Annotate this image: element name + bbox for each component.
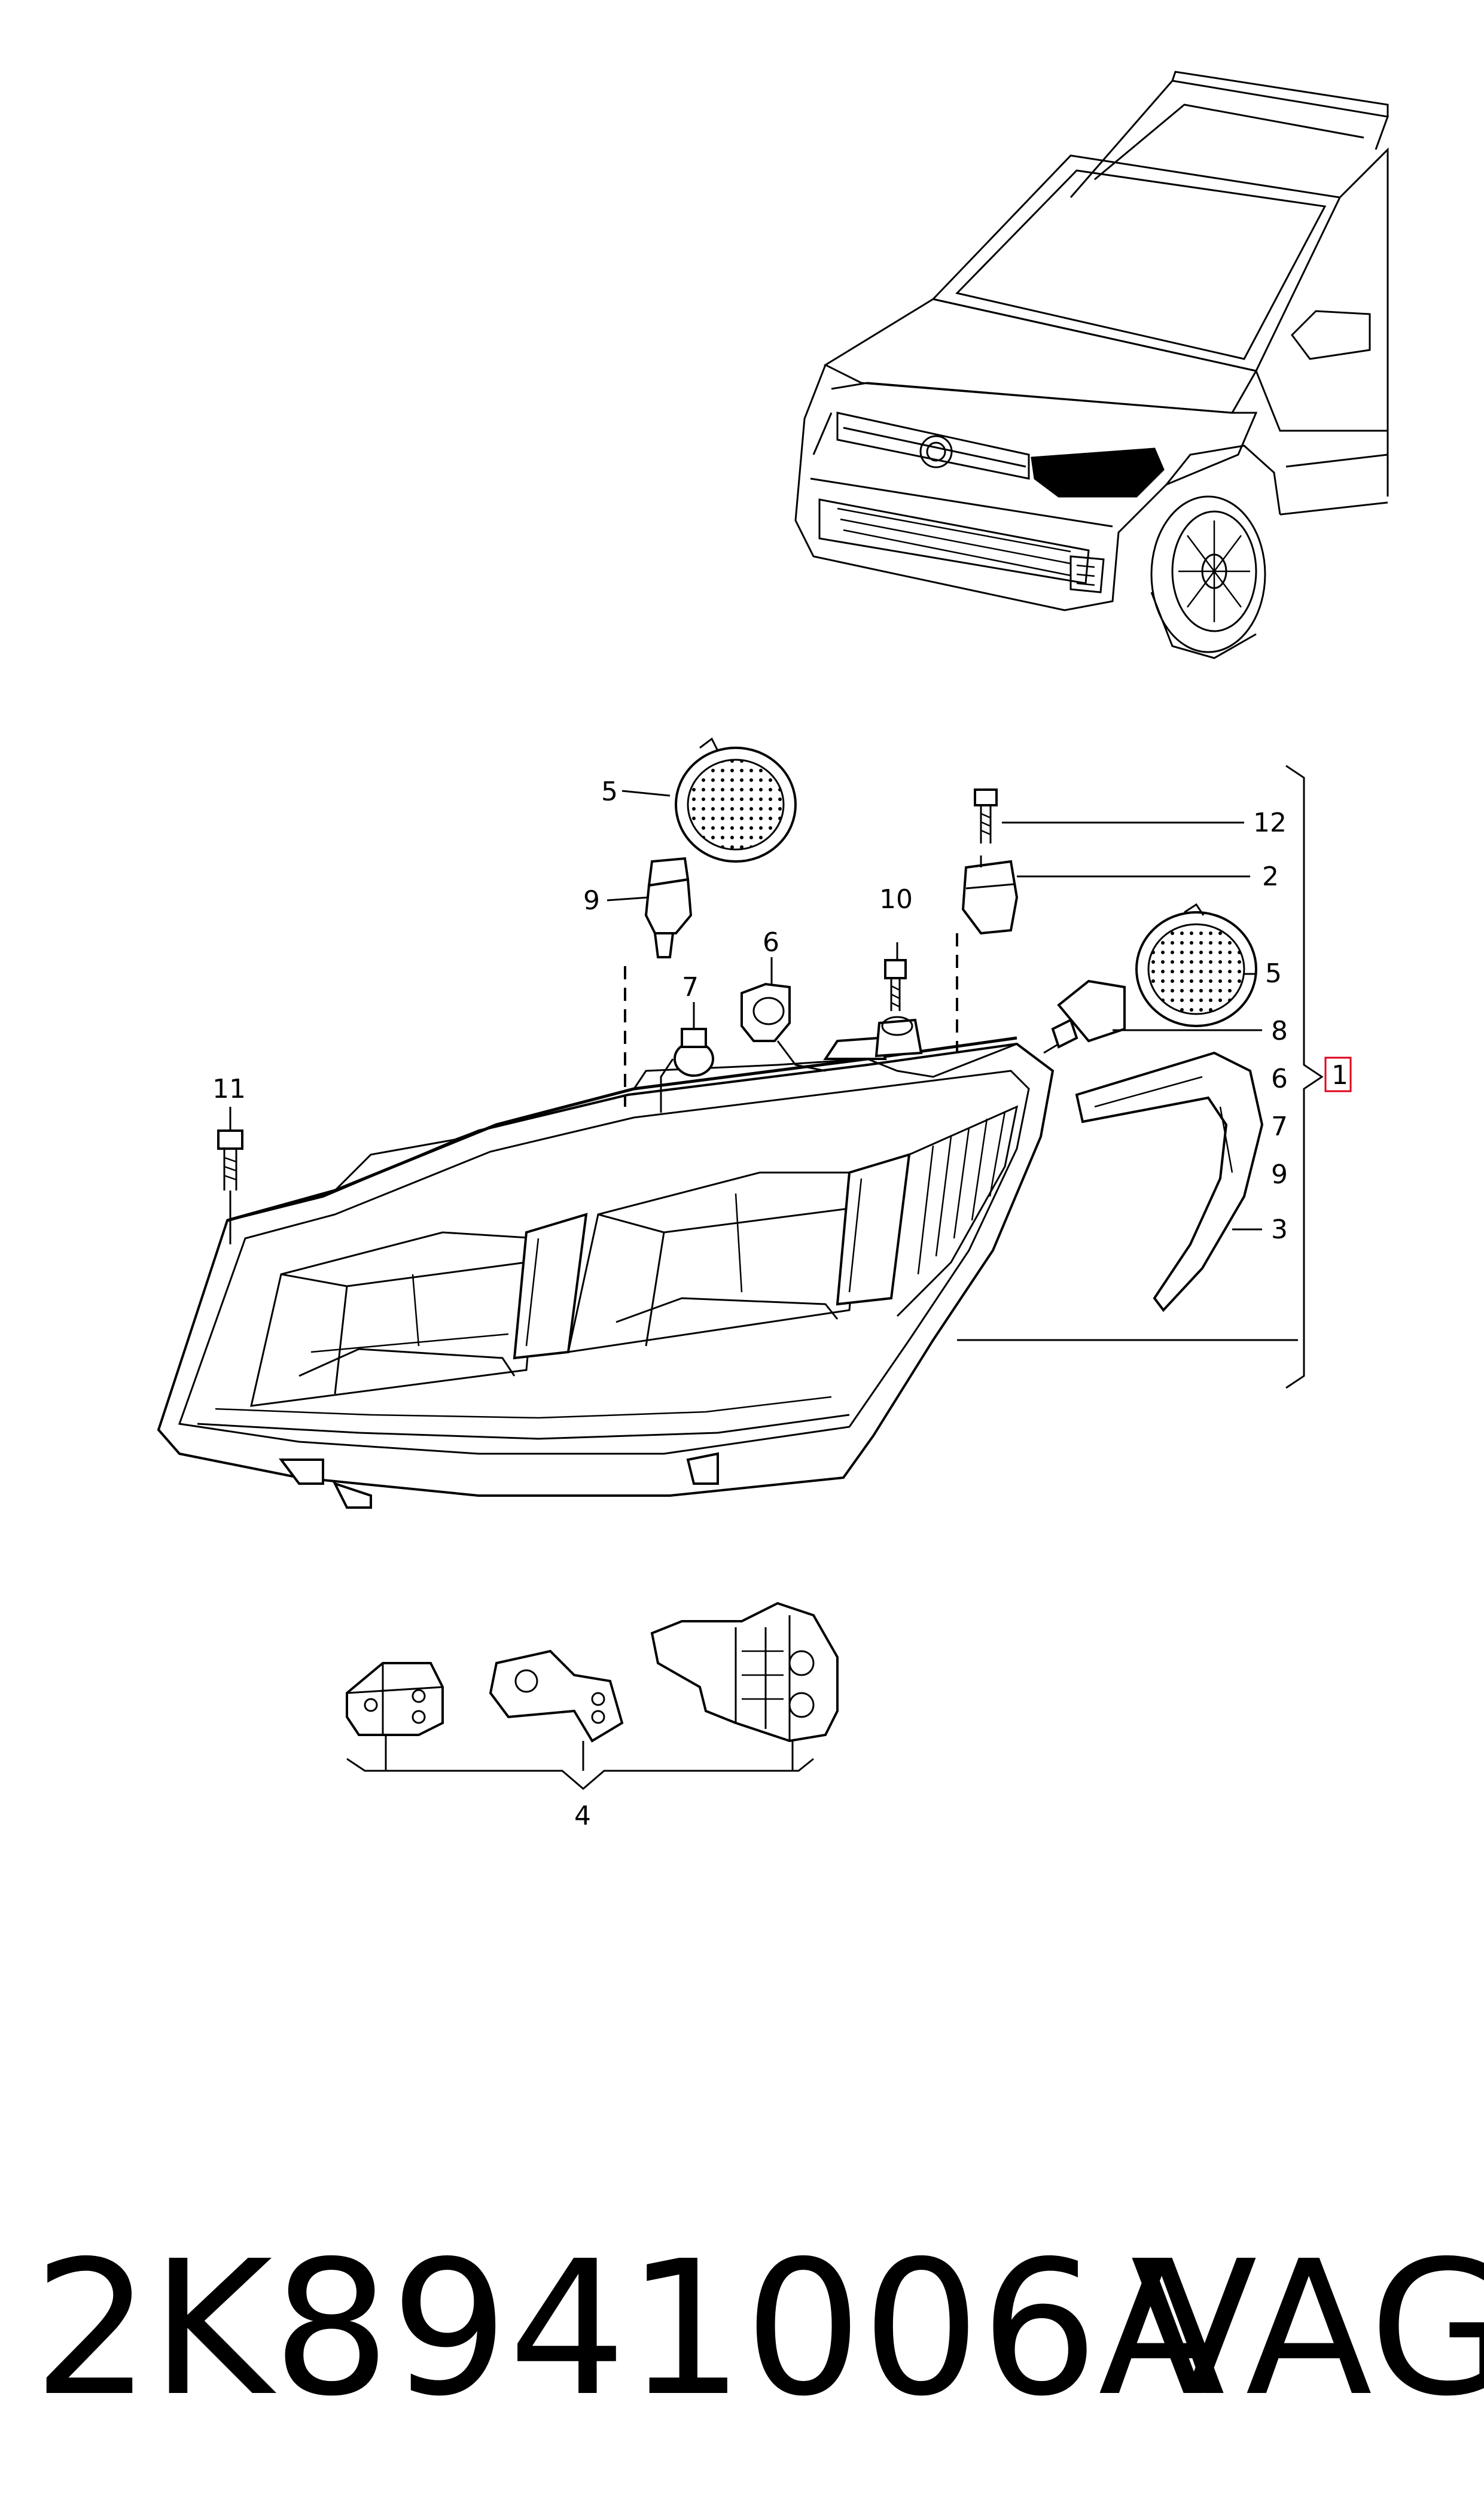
screw-10 [874, 959, 923, 1058]
callout-11: 11 [212, 1074, 246, 1104]
trim-strip-3 [1075, 1051, 1264, 1313]
callout-1: 1 [1331, 1060, 1348, 1091]
callout-9-right: 9 [1271, 1159, 1288, 1190]
screw-12 [974, 788, 998, 844]
part-number: 2K8941006A [33, 2221, 1226, 2437]
cover-cap-right [1135, 903, 1257, 1027]
socket-top [741, 969, 826, 1072]
brand-name: VAG [1130, 2221, 1484, 2437]
callout-1-highlight-box [1324, 1056, 1352, 1092]
callout-6-top: 6 [763, 927, 779, 958]
callout-8: 8 [1271, 1016, 1288, 1046]
callout-5-top: 5 [601, 777, 618, 807]
vehicle-overview [794, 71, 1389, 659]
group-brace [1285, 765, 1324, 1389]
bulb-small [660, 1011, 714, 1113]
callout-6-right: 6 [1271, 1064, 1288, 1094]
callout-12: 12 [1253, 808, 1287, 838]
bulb-left [624, 857, 693, 1107]
headlight-housing [157, 1036, 1055, 1509]
callout-7-right: 7 [1271, 1112, 1288, 1142]
callout-2: 2 [1262, 861, 1279, 892]
callout-5-right: 5 [1265, 958, 1282, 989]
callout-4: 4 [574, 1801, 591, 1831]
callout-7-left: 7 [682, 972, 699, 1003]
cover-cap-top [675, 737, 797, 863]
clip-2 [956, 855, 1019, 1053]
callout-3: 3 [1271, 1214, 1288, 1245]
bracket-set-4 [346, 1601, 839, 1790]
bulb-right [1043, 979, 1126, 1054]
callout-9-left: 9 [583, 885, 600, 916]
callout-10: 10 [879, 884, 913, 915]
leader-lines [229, 790, 1298, 1341]
